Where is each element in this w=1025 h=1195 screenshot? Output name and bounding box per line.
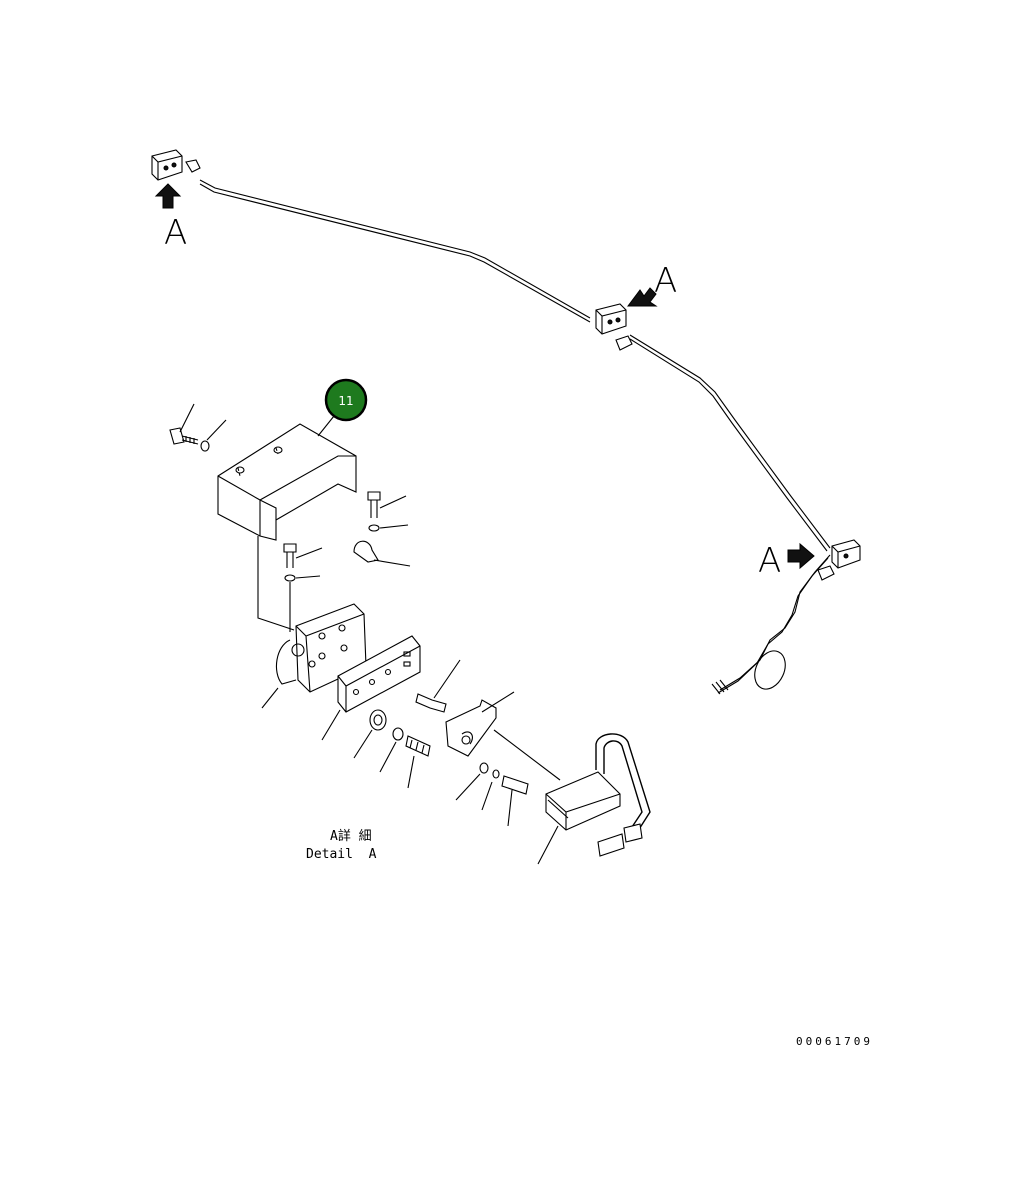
bolt bbox=[415, 659, 461, 713]
lamp-unit-right bbox=[817, 539, 861, 581]
washer bbox=[379, 727, 404, 773]
lamp-bracket bbox=[445, 691, 515, 757]
washer bbox=[455, 762, 500, 811]
bolt bbox=[501, 775, 529, 827]
view-label-a: A bbox=[758, 541, 781, 581]
drawing-number: 00061709 bbox=[796, 1035, 873, 1048]
cover-bracket bbox=[217, 423, 357, 541]
slotted-plate bbox=[321, 635, 421, 741]
view-arrow-icon bbox=[787, 542, 815, 570]
bolt bbox=[405, 735, 431, 789]
callout-marker[interactable]: 11 bbox=[317, 378, 368, 437]
wire-harness bbox=[199, 179, 831, 695]
bolt bbox=[367, 491, 409, 532]
detail-caption-en: Detail A bbox=[306, 847, 377, 862]
callout-number: 11 bbox=[338, 394, 353, 408]
view-arrow-icon bbox=[627, 287, 658, 307]
work-lamp bbox=[493, 729, 651, 865]
rubber-damper bbox=[353, 709, 387, 759]
bolt bbox=[283, 543, 323, 582]
lamp-unit-left bbox=[151, 149, 201, 181]
view-label-a: A bbox=[164, 213, 187, 253]
lamp-unit-middle bbox=[595, 303, 633, 351]
clip bbox=[353, 540, 411, 567]
detail-caption-jp: A詳 細 bbox=[330, 828, 372, 844]
view-label-a: A bbox=[654, 261, 677, 301]
bolt bbox=[169, 403, 227, 452]
view-arrow-icon bbox=[154, 183, 182, 209]
